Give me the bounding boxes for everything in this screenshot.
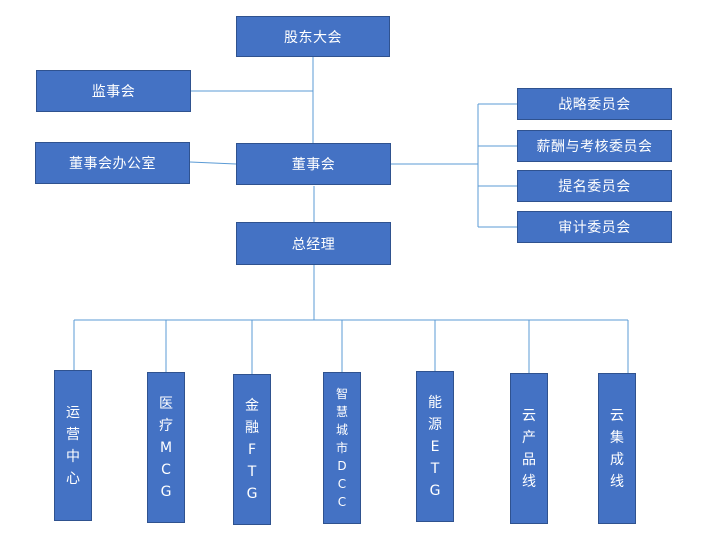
unit-medical-label: 医 疗 M C G [159, 393, 173, 503]
unit-char: D [337, 459, 347, 473]
unit-char: 中 [66, 448, 80, 465]
unit-char: G [246, 485, 258, 502]
unit-char: M [159, 439, 173, 456]
gm-box: 总经理 [236, 222, 391, 265]
unit-char: T [247, 463, 257, 480]
unit-char: C [337, 477, 347, 491]
unit-smart-city-box: 智 慧 城 市 D C C [323, 372, 361, 524]
unit-char: G [160, 483, 172, 500]
unit-char: 市 [335, 441, 348, 455]
unit-char: 能 [428, 394, 442, 411]
unit-char: 城 [335, 423, 348, 437]
unit-finance-box: 金 融 F T G [233, 374, 271, 525]
unit-char: F [247, 441, 257, 458]
unit-cloud-integration-box: 云 集 成 线 [598, 373, 636, 524]
unit-operations-box: 运 营 中 心 [54, 370, 92, 521]
unit-char: 成 [610, 451, 624, 468]
unit-smart-city-label: 智 慧 城 市 D C C [336, 385, 348, 511]
shareholders-box: 股东大会 [236, 16, 390, 57]
unit-char: 融 [245, 419, 259, 436]
unit-char: 营 [66, 426, 80, 443]
unit-char: G [429, 482, 441, 499]
unit-finance-label: 金 融 F T G [245, 395, 259, 505]
unit-char: 源 [428, 416, 442, 433]
committee-compensation-box: 薪酬与考核委员会 [517, 130, 672, 162]
unit-char: 云 [522, 407, 536, 424]
unit-energy-box: 能 源 E T G [416, 371, 454, 522]
board-office-box: 董事会办公室 [35, 142, 190, 184]
unit-cloud-product-label: 云 产 品 线 [522, 405, 536, 493]
unit-char: 慧 [335, 405, 348, 419]
unit-char: 心 [66, 470, 80, 487]
unit-char: 品 [522, 451, 536, 468]
connector-board-office [189, 161, 237, 165]
unit-char: 疗 [159, 417, 173, 434]
unit-char: C [161, 461, 171, 478]
unit-char: 医 [159, 395, 173, 412]
unit-char: 运 [66, 404, 80, 421]
unit-cloud-product-box: 云 产 品 线 [510, 373, 548, 524]
unit-char: 云 [610, 407, 624, 424]
unit-char: E [430, 438, 440, 455]
committee-audit-box: 审计委员会 [517, 211, 672, 243]
unit-char: 线 [610, 473, 624, 490]
unit-char: C [337, 495, 347, 509]
board-box: 董事会 [236, 143, 391, 185]
unit-char: T [430, 460, 440, 477]
unit-medical-box: 医 疗 M C G [147, 372, 185, 523]
unit-char: 线 [522, 473, 536, 490]
unit-char: 金 [245, 397, 259, 414]
unit-energy-label: 能 源 E T G [428, 392, 442, 502]
committee-nomination-box: 提名委员会 [517, 170, 672, 202]
unit-operations-label: 运 营 中 心 [66, 402, 80, 490]
unit-char: 产 [522, 429, 536, 446]
unit-cloud-integration-label: 云 集 成 线 [610, 405, 624, 493]
unit-char: 智 [335, 387, 348, 401]
unit-char: 集 [610, 429, 624, 446]
committee-strategy-box: 战略委员会 [517, 88, 672, 120]
supervisory-box: 监事会 [36, 70, 191, 112]
